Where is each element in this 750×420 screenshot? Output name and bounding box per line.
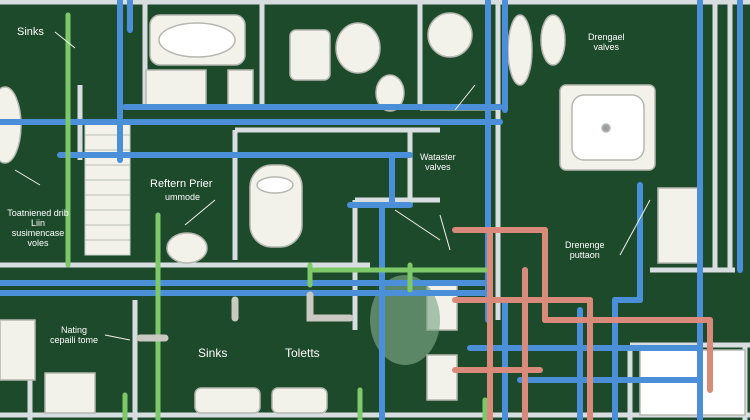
green-pipes	[65, 12, 493, 420]
label-treated-drain: Toatniened drib Liin susimencase voles	[7, 208, 69, 248]
pink-pipes	[452, 227, 713, 420]
callout-lines	[14, 31, 651, 341]
label-sinks-bottom: Sinks	[198, 346, 228, 360]
toilet-bottom	[271, 387, 328, 414]
water-tank	[370, 275, 440, 365]
toilet-bottom-left	[44, 372, 96, 414]
label-return-pipe-sub: ummode	[165, 192, 201, 202]
sink-bottom-left	[0, 319, 36, 381]
pipe-fittings	[136, 291, 354, 342]
urinal-1	[507, 14, 533, 86]
sink-right-2	[426, 354, 458, 401]
vanity-small	[227, 69, 254, 106]
vanity-cabinet	[145, 69, 207, 106]
toilet-tank-top	[289, 29, 331, 81]
fixtures	[0, 12, 746, 416]
label-sinks-top: Sinks	[17, 26, 44, 38]
wall-cabinet-right	[657, 187, 699, 264]
urinal-2	[540, 14, 566, 66]
sink-bowl-mid	[375, 74, 405, 112]
label-drainage-outlet: Drenenge puttaon	[565, 240, 605, 260]
sink-top-right	[427, 12, 473, 58]
label-toilets: Toletts	[285, 346, 320, 360]
label-nearby-outlet: Nating cepaili tome	[50, 325, 99, 345]
floor-drain-fixture	[166, 232, 208, 264]
bathtub-bottom	[194, 387, 261, 414]
label-drainage-valves: Drengael valves	[588, 32, 625, 52]
pedestal-sink	[335, 22, 381, 74]
label-water-valves: Wataster valves	[420, 152, 456, 172]
label-return-pipe: Reftern Prier	[150, 178, 213, 190]
stairs	[84, 119, 131, 256]
